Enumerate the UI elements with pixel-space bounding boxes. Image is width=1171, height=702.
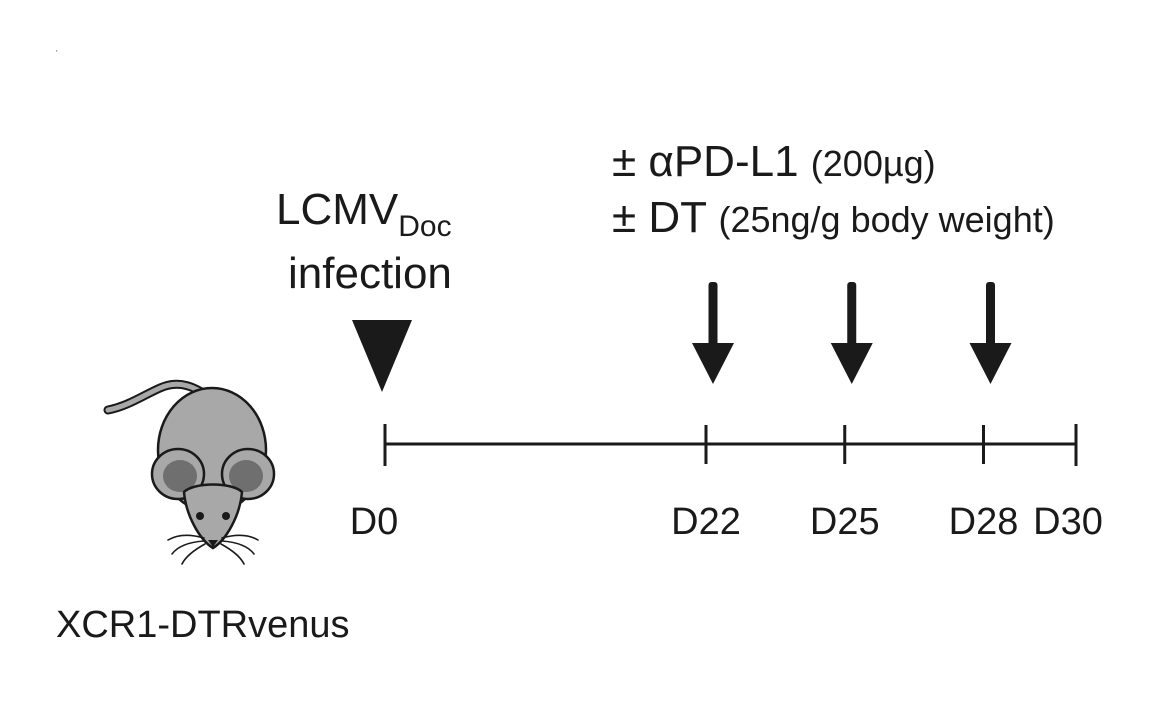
mouse-illustration [103,379,276,565]
mouse-right-ear-inner [229,460,263,492]
day-label-0: D0 [349,501,399,543]
anti-pdl1-agent: αPD-L1 [648,137,799,186]
day-label-22: D22 [671,501,741,543]
treatment-arrow-day-25 [830,282,873,384]
treatment-arrow-day-22 [692,282,734,384]
day-label-30: D30 [1033,501,1103,543]
virus-strain-subscript: Doc [398,210,452,243]
treatment-anti-pdl1-label: ± αPD-L1 (200µg) [612,140,936,184]
dt-agent: DT [648,193,707,242]
treatment-dt-label: ± DT (25ng/g body weight) [612,196,1055,240]
mouse-nose [208,540,218,547]
mouse-left-ear-inner [163,460,197,492]
mouse-left-eye [196,512,204,520]
dt-dose: (25ng/g body weight) [718,199,1055,240]
treatment-arrow-day-28 [969,282,1012,384]
timeline-ticks [383,424,1078,466]
mouse-right-eye [222,512,230,520]
infection-triangle-marker [352,320,412,392]
day-label-25: D25 [809,501,880,543]
stray-mark: ' [56,49,58,58]
virus-name: LCMV [276,185,399,234]
infection-event-label: infection [288,249,452,298]
day-label-28: D28 [948,501,1019,543]
mouse-strain-label: XCR1-DTRvenus [56,604,350,646]
treatment-arrows [692,282,1012,384]
infection-virus-label: LCMVDoc [276,185,452,242]
anti-pdl1-dose: (200µg) [810,143,936,184]
plus-minus-symbol: ± [612,193,637,242]
plus-minus-symbol: ± [612,137,637,186]
mouse-whiskers [167,534,259,565]
mouse-head [182,483,244,550]
